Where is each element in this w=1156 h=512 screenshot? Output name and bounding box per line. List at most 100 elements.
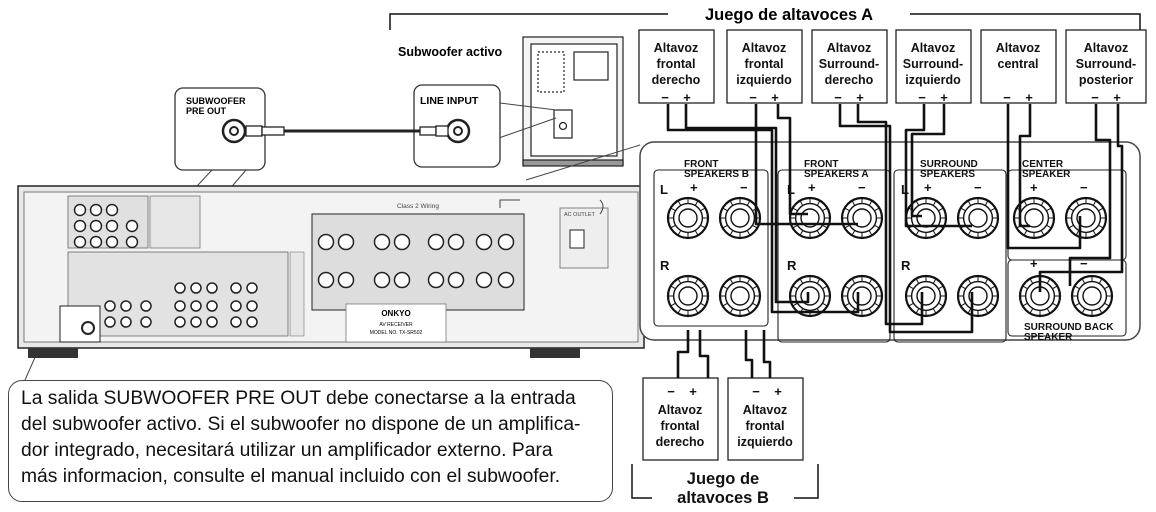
pre-out-label-1: SUBWOOFER xyxy=(186,96,246,106)
receiver-jack xyxy=(337,271,355,289)
terminal-post xyxy=(956,274,1000,318)
receiver-jack xyxy=(73,203,87,217)
speaker-a4-line1: Altavoz xyxy=(911,41,955,55)
terminal-post xyxy=(956,196,1000,240)
receiver-jack xyxy=(475,233,493,251)
receiver-jack xyxy=(317,233,335,251)
receiver-jack xyxy=(206,282,218,294)
speakers-b xyxy=(642,377,804,461)
surround-back-minus: − xyxy=(1080,256,1088,271)
receiver-jack xyxy=(190,282,202,294)
line-input-callout: LINE INPUT xyxy=(413,84,557,168)
front-b-r: R xyxy=(660,258,670,273)
receiver-jack xyxy=(317,271,335,289)
group-a-title: Juego de altavoces A xyxy=(705,6,873,24)
pol-a5-minus: − xyxy=(1003,90,1011,105)
pol-a4-minus: − xyxy=(918,90,926,105)
pol-b2-minus: − xyxy=(752,384,760,399)
speaker-b-front-left-box xyxy=(727,377,804,461)
receiver-jack xyxy=(206,316,218,328)
receiver-jack xyxy=(427,271,445,289)
receiver-jack xyxy=(475,271,493,289)
surround-r: R xyxy=(901,258,911,273)
receiver-jack xyxy=(105,235,119,249)
receiver-jack xyxy=(73,219,87,233)
front-a-r: R xyxy=(787,258,797,273)
receiver-jack xyxy=(246,300,258,312)
center-label-2: SPEAKER xyxy=(1022,169,1071,180)
receiver-jack xyxy=(104,316,116,328)
terminal-post xyxy=(1018,274,1062,318)
surround-label-2: SPEAKERS xyxy=(920,169,975,180)
pol-a1-minus: − xyxy=(661,90,669,105)
speaker-b1-line3: derecho xyxy=(656,435,705,449)
receiver-jack xyxy=(230,316,242,328)
terminal-post xyxy=(840,274,884,318)
speaker-a2-line1: Altavoz xyxy=(742,41,786,55)
receiver-jack xyxy=(246,282,258,294)
line-input-label: LINE INPUT xyxy=(420,95,479,107)
receiver-jack xyxy=(190,316,202,328)
receiver-jack xyxy=(73,235,87,249)
terminal-post xyxy=(718,274,762,318)
pol-a3-plus: + xyxy=(856,90,864,105)
speaker-b2-line3: izquierdo xyxy=(737,435,793,449)
front-b-plus: + xyxy=(690,180,698,195)
center-minus: − xyxy=(1080,180,1088,195)
receiver-jack xyxy=(393,271,411,289)
surround-plus: + xyxy=(924,180,932,195)
subwoofer-cable xyxy=(245,125,449,137)
front-b-label-1: FRONT xyxy=(684,159,718,170)
receiver-jack xyxy=(104,300,116,312)
receiver-jack xyxy=(230,300,242,312)
speaker-a6-line3: posterior xyxy=(1079,73,1133,87)
receiver-jacks xyxy=(73,203,515,328)
terminal-post xyxy=(1012,196,1056,240)
caption-line-4: más informacion, consulte el manual incl… xyxy=(21,466,561,487)
speaker-a-front-left-box xyxy=(726,29,803,104)
receiver-jack xyxy=(174,282,186,294)
speaker-a-front-right-box xyxy=(638,29,715,104)
receiver-jack xyxy=(105,203,119,217)
receiver-jack xyxy=(174,300,186,312)
pol-a3-minus: − xyxy=(834,90,842,105)
terminal-post xyxy=(1064,196,1108,240)
front-a-label-1: FRONT xyxy=(804,159,838,170)
pol-a2-minus: − xyxy=(749,90,757,105)
front-b-minus: − xyxy=(740,180,748,195)
terminal-post xyxy=(904,274,948,318)
front-a-plus: + xyxy=(808,180,816,195)
receiver-brand: ONKYO xyxy=(381,309,410,318)
receiver-jack xyxy=(393,233,411,251)
group-b-bracket xyxy=(631,464,819,499)
receiver-jack xyxy=(125,235,139,249)
surround-label-1: SURROUND xyxy=(920,159,978,170)
pol-b2-plus: + xyxy=(774,384,782,399)
receiver-ac-outlet: AC OUTLET xyxy=(564,212,596,218)
subwoofer-label: Subwoofer activo xyxy=(398,45,503,59)
caption-line-2: del subwoofer activo. Si el subwoofer no… xyxy=(21,414,581,435)
pre-out-callout: SUBWOOFER PRE OUT xyxy=(174,87,266,171)
receiver-jack xyxy=(120,316,132,328)
receiver-jack xyxy=(105,219,119,233)
receiver-jack xyxy=(373,271,391,289)
speaker-wires xyxy=(666,104,1124,380)
pol-a6-plus: + xyxy=(1113,90,1121,105)
front-a-label-2: SPEAKERS A xyxy=(804,169,869,180)
pol-a1-plus: + xyxy=(683,90,691,105)
terminal-post xyxy=(840,196,884,240)
receiver-jack xyxy=(447,233,465,251)
subwoofer-unit xyxy=(522,36,624,167)
center-label-1: CENTER xyxy=(1022,159,1064,170)
pol-b1-minus: − xyxy=(667,384,675,399)
pol-a2-plus: + xyxy=(771,90,779,105)
receiver-jack xyxy=(337,233,355,251)
speaker-a3-line1: Altavoz xyxy=(827,41,871,55)
speaker-a5-line2: central xyxy=(998,57,1039,71)
terminal-post xyxy=(1070,274,1114,318)
speaker-b2-line2: frontal xyxy=(746,419,785,433)
receiver-jack xyxy=(497,271,515,289)
receiver-jack xyxy=(174,316,186,328)
surround-back-plus: + xyxy=(1030,256,1038,271)
pol-a6-minus: − xyxy=(1091,90,1099,105)
